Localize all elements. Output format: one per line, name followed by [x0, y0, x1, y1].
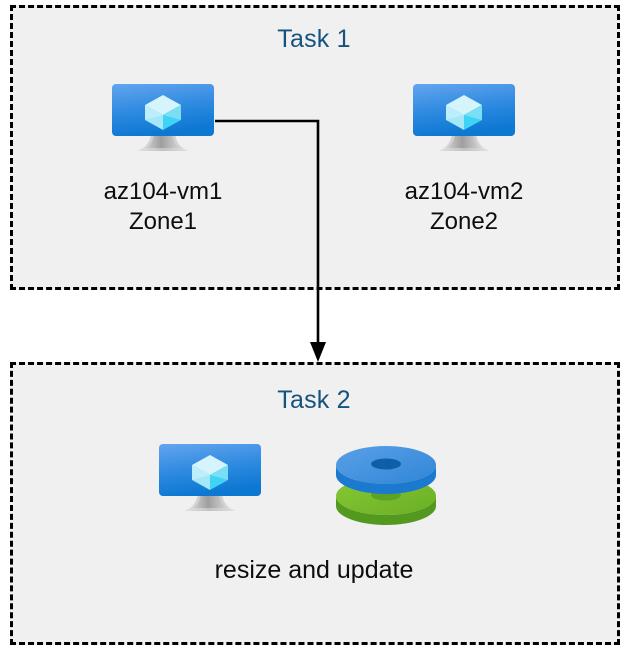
task-2-title: Task 2: [277, 386, 351, 414]
azure-virtual-machine-icon: [111, 83, 215, 159]
vm2-label-line2: Zone2: [429, 208, 499, 235]
vm1-label-line2: Zone1: [128, 208, 198, 235]
task-2-group-box: [10, 362, 620, 645]
azure-disks-icon: [334, 443, 438, 525]
vm2-label: az104-vm2 Zone2: [364, 177, 564, 237]
vm1-label-line1: az104-vm1: [103, 178, 223, 205]
azure-virtual-machine-icon: [412, 83, 516, 159]
vm2-label-line1: az104-vm2: [404, 178, 524, 205]
azure-virtual-machine-icon: [158, 443, 262, 519]
task-2-caption: resize and update: [214, 556, 414, 584]
vm1-label: az104-vm1 Zone1: [63, 177, 263, 237]
task-1-title: Task 1: [277, 25, 351, 53]
